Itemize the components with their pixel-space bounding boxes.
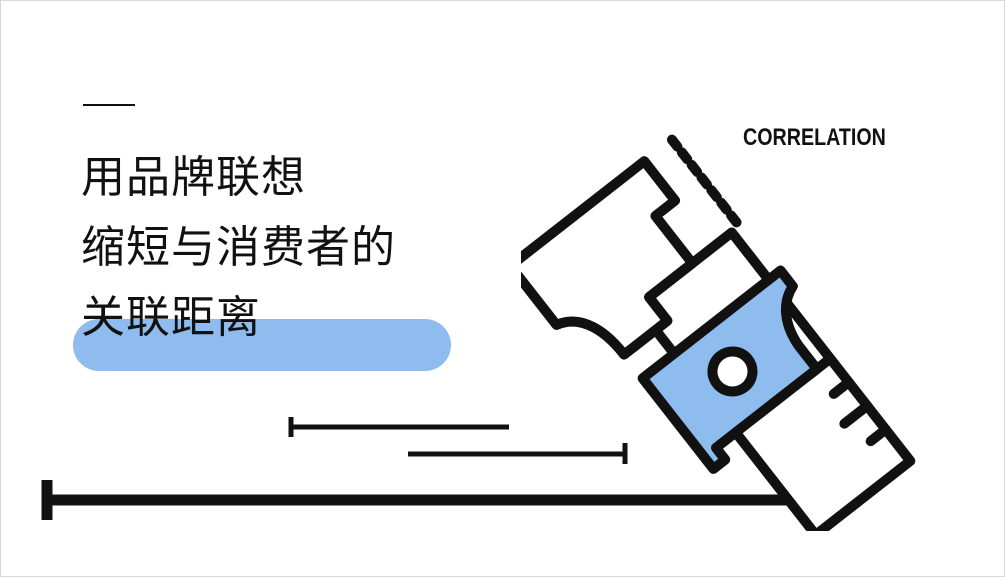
caliper-icon	[521, 134, 916, 531]
caliper-head	[521, 156, 698, 360]
ruler-tick	[839, 400, 873, 429]
title-highlight-bar	[73, 319, 451, 371]
title-dash-decoration	[83, 104, 135, 106]
title-line-3: 关联距离	[81, 292, 261, 343]
ruler-tick	[828, 377, 854, 399]
ruler-tick	[865, 424, 891, 447]
correlation-label: CORRELATION	[743, 124, 886, 151]
title-line-1: 用品牌联想	[81, 152, 306, 203]
head-dashes	[666, 134, 745, 232]
slider-knob	[707, 346, 758, 397]
title-line-2: 缩短与消费者的	[81, 222, 396, 273]
slide-title: 用品牌联想 缩短与消费者的 关联距离	[81, 143, 396, 353]
